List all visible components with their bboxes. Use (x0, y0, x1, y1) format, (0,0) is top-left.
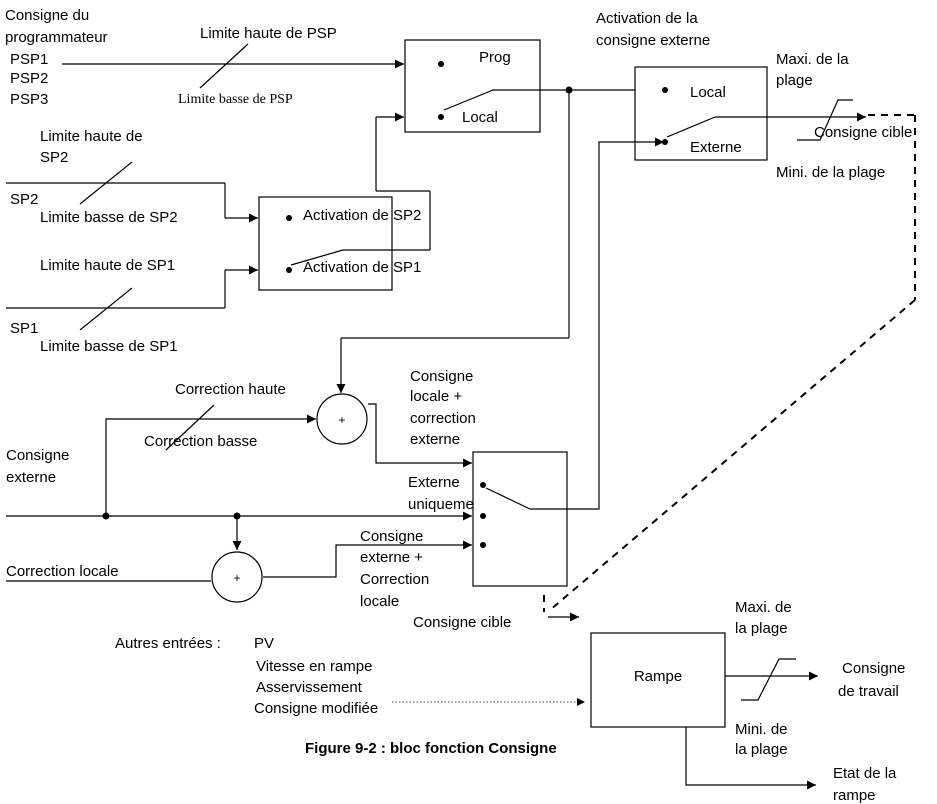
local-label-2: Local (690, 84, 726, 101)
ext-correction-line (105, 414, 316, 516)
mode-select-switch-box (472, 451, 568, 587)
sp1-contact (286, 267, 292, 273)
external-label: Externe (690, 139, 742, 156)
ramp-label: Rampe (634, 668, 682, 685)
ext-activation-title-1: Activation de la (596, 10, 698, 27)
other-input-ramp-rate: Vitesse en rampe (256, 658, 372, 675)
sp2-activation-label: Activation de SP2 (303, 207, 421, 224)
psp2-label: PSP2 (10, 70, 48, 87)
prog-source-label-2: programmateur (5, 29, 108, 46)
psp-low-limit-label: Limite basse de PSP (178, 92, 293, 107)
sp2-high-label-2: SP2 (40, 149, 68, 166)
sp1-high-label: Limite haute de SP1 (40, 257, 175, 274)
sp2-label: SP2 (10, 191, 38, 208)
prog-contact (438, 61, 444, 67)
psp3-label: PSP3 (10, 91, 48, 108)
local-correction-label: Correction locale (6, 563, 119, 580)
psp1-label: PSP1 (10, 51, 48, 68)
range-limit-slash-2 (741, 658, 796, 701)
prog-switch-blade (443, 89, 494, 111)
local-contact-2 (662, 87, 668, 93)
mode-switch-blade (485, 487, 531, 510)
ramp-box (590, 632, 726, 728)
sum-to-mode-line (368, 403, 472, 468)
range-limit-slash-1 (797, 99, 853, 141)
ext-setpoint-label-1: Consigne (6, 447, 69, 464)
mode-contact-2 (480, 513, 486, 519)
summing-junction-2 (211, 551, 263, 603)
ramp-min-label-2: la plage (735, 741, 788, 758)
local-label-1: Local (462, 109, 498, 126)
range-min-label: Mini. de la plage (776, 164, 885, 181)
correction-limit-slash (165, 404, 215, 451)
other-input-pv: PV (254, 635, 274, 652)
mode-contact-3 (480, 542, 486, 548)
ramp-max-label-2: la plage (735, 620, 788, 637)
range-max-label-1: Maxi. de la (776, 51, 849, 68)
local-contact-1 (438, 114, 444, 120)
dashed-link-3 (549, 299, 916, 611)
summing-junction-1 (316, 393, 368, 445)
mode-output-line (530, 137, 664, 510)
mode-ext-local-4: locale (360, 593, 399, 610)
other-inputs-label: Autres entrées : (115, 635, 221, 652)
ext-activation-title-2: consigne externe (596, 32, 710, 49)
programmer-setpoint-labels: Consigne du programmateur PSP1 PSP2 PSP3 (5, 7, 108, 108)
range-max-label-2: plage (776, 72, 813, 89)
mode-ext-local-3: Correction (360, 571, 429, 588)
sp1-activation-label: Activation de SP1 (303, 259, 421, 276)
working-setpoint-label-2: de travail (838, 683, 899, 700)
target-setpoint-label-2: Consigne cible (413, 614, 511, 631)
sp1-label: SP1 (10, 320, 38, 337)
sp1-low-label: Limite basse de SP1 (40, 338, 178, 355)
ramp-min-label-1: Mini. de (735, 721, 788, 738)
figure-caption: Figure 9-2 : bloc fonction Consigne (305, 740, 557, 757)
plus-sign-2: + (233, 571, 240, 585)
ramp-state-arrow (685, 727, 816, 790)
working-setpoint-label-1: Consigne (842, 660, 905, 677)
sum2-to-mode-line (263, 540, 472, 578)
sp2-contact (286, 215, 292, 221)
correction-high-label: Correction haute (175, 381, 286, 398)
other-input-modified-sp: Consigne modifiée (254, 700, 378, 717)
sp2-limit-slash (79, 161, 133, 205)
mode-local-ext-2: locale + (410, 388, 462, 405)
mode-ext-only-1: Externe (408, 474, 460, 491)
mode-local-ext-3: correction (410, 410, 476, 427)
ext-switch-blade (666, 116, 716, 138)
mode-local-ext-4: externe (410, 431, 460, 448)
mode-ext-local-2: externe + (360, 549, 423, 566)
mode-local-ext-1: Consigne (410, 368, 473, 385)
target-setpoint-label-1: Consigne cible (814, 124, 912, 141)
mode-ext-only-2: uniquement (408, 496, 487, 513)
psp-limit-slash (199, 43, 249, 89)
prog-label: Prog (479, 49, 511, 66)
ext-setpoint-label-2: externe (6, 469, 56, 486)
junction-2 (102, 512, 110, 520)
ramp-state-label-2: rampe (833, 787, 876, 804)
mode-contact-1 (480, 482, 486, 488)
correction-low-label: Correction basse (144, 433, 257, 450)
sp-select-switch-box (258, 196, 393, 291)
ramp-state-label-1: Etat de la (833, 765, 897, 782)
sp2-low-label: Limite basse de SP2 (40, 209, 178, 226)
sp-switch-blade (290, 249, 344, 266)
other-input-servo: Asservissement (256, 679, 363, 696)
sp2-high-label-1: Limite haute de (40, 128, 143, 145)
plus-sign-1: + (338, 413, 345, 427)
other-inputs-arrowhead (577, 698, 585, 706)
sp1-limit-slash (79, 287, 133, 331)
psp-high-limit-label: Limite haute de PSP (200, 25, 337, 42)
prog-source-label-1: Consigne du (5, 7, 89, 24)
ramp-max-label-1: Maxi. de (735, 599, 792, 616)
prog-local-switch-box (404, 39, 541, 133)
mode-ext-local-1: Consigne (360, 528, 423, 545)
